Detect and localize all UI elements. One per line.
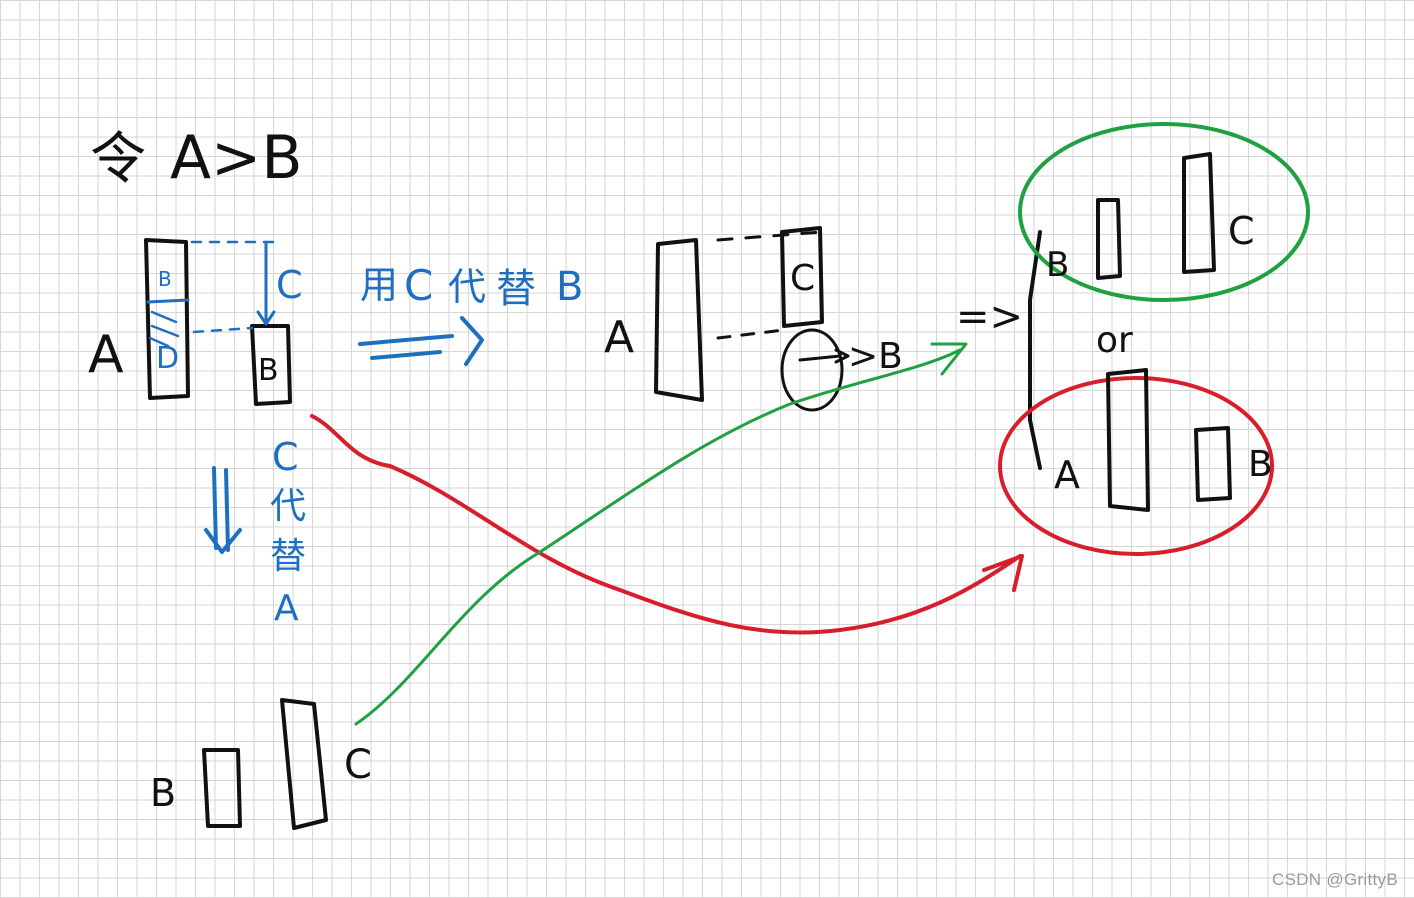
- replace-a-char-4: A: [274, 588, 299, 629]
- result-arrow-symbol: =>: [956, 294, 1023, 340]
- middle-relation-label: >B: [848, 336, 903, 377]
- replace-a-char-3: 替: [270, 536, 306, 577]
- bottom-bar-c: [280, 698, 328, 830]
- case1-bar-c: [1182, 152, 1216, 274]
- case2-b-label: B: [1248, 444, 1273, 485]
- red-flow-curve: [310, 414, 1022, 635]
- middle-mid-guide: [716, 328, 786, 340]
- replace-b-char-5: B: [556, 264, 583, 310]
- middle-bar-a: [654, 238, 704, 402]
- bottom-bar-b-label: B: [150, 771, 176, 815]
- replace-b-char-4: 替: [496, 266, 536, 312]
- bottom-bar-c-label: C: [344, 742, 372, 788]
- red-arrowhead: [982, 554, 1024, 592]
- case1-b-label: B: [1046, 245, 1069, 285]
- green-arrowhead: [930, 342, 968, 376]
- down-arrow: [204, 466, 242, 554]
- left-bar-a-divider: [146, 298, 190, 304]
- middle-bar-a-label: A: [604, 312, 634, 363]
- left-d-hatch: [148, 310, 180, 348]
- middle-top-guide: [716, 230, 824, 242]
- replace-a-char-2: 代: [270, 486, 306, 527]
- middle-bar-c-label: C: [790, 258, 815, 299]
- green-flow-curve: [354, 348, 962, 726]
- case2-bar-b: [1194, 426, 1232, 502]
- replace-a-char-1: C: [272, 435, 299, 479]
- left-inner-d-label: D: [156, 341, 179, 376]
- case2-ellipse: [998, 376, 1274, 556]
- replace-b-char-3: 代: [448, 265, 486, 309]
- left-bar-b: [250, 324, 292, 406]
- case1-bar-b: [1096, 198, 1122, 280]
- left-bar-b-label: B: [258, 353, 279, 388]
- left-c-arrow: [256, 242, 276, 326]
- replace-b-char-2: C: [404, 261, 433, 310]
- left-bar-a-label: A: [88, 325, 124, 385]
- middle-relation-arrow: [798, 348, 850, 364]
- heading: 令 A>B: [90, 123, 302, 193]
- result-brace: [1028, 230, 1042, 470]
- case2-bar-a: [1106, 368, 1150, 512]
- bottom-diagram: B C: [150, 698, 372, 830]
- bottom-bar-b: [202, 748, 242, 828]
- case1-ellipse: [1018, 122, 1310, 302]
- heading-condition: A>B: [170, 123, 302, 193]
- left-diagram: A B D B C: [88, 238, 303, 406]
- left-mid-guide: [192, 326, 254, 334]
- heading-let-char: 令: [90, 127, 146, 192]
- left-inner-b-label: B: [158, 267, 172, 291]
- middle-bar-c: [780, 226, 824, 328]
- left-height-c-label: C: [276, 263, 303, 307]
- middle-circle-mark: [780, 328, 844, 412]
- replace-b-arrow: [358, 316, 484, 366]
- case2-a-label: A: [1054, 453, 1080, 497]
- replace-b-step: 用 C 代 替 B A C >B: [358, 226, 903, 412]
- replace-a-step: C 代 替 A: [204, 435, 306, 629]
- replace-b-char-1: 用: [360, 263, 398, 307]
- left-bar-a: [144, 238, 190, 400]
- right-result: => B C or A B: [956, 122, 1310, 556]
- case1-c-label: C: [1228, 209, 1255, 253]
- or-label: or: [1096, 320, 1133, 361]
- watermark: CSDN @GrittyB: [1272, 870, 1398, 889]
